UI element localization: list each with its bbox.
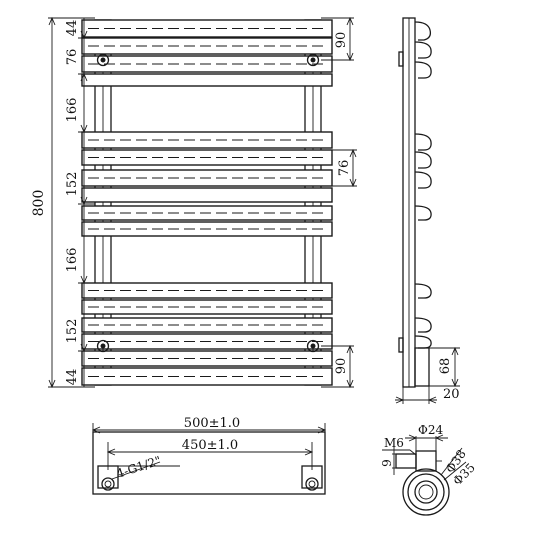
- dim-left-6: 152: [65, 319, 80, 344]
- panel-group-upper-middle: [81, 131, 333, 203]
- panel-group-middle: [81, 205, 333, 237]
- dim-wall-offset: 20: [443, 387, 460, 402]
- dim-left-1: 44: [65, 20, 80, 37]
- dim-bracket-height: 68: [438, 358, 453, 375]
- panel-group-bottom: [81, 317, 333, 386]
- bottom-view: [91, 423, 327, 495]
- dim-pipe-centres: 450±1.0: [182, 438, 238, 453]
- screw-size-label: M6: [384, 436, 404, 450]
- dim-overall-width: 500±1.0: [184, 416, 240, 431]
- overall-height-label: 800: [31, 190, 47, 217]
- dim-right-bottom: 90: [334, 358, 349, 375]
- dim-left-4: 152: [65, 172, 80, 197]
- dim-left-3: 166: [65, 98, 80, 123]
- dim-left-5: 166: [65, 248, 80, 273]
- dia-24-label: Φ24: [418, 423, 443, 437]
- connection-callout: 4-G1/2": [115, 453, 163, 481]
- panel-group-lower-middle: [81, 282, 333, 315]
- bracket-detail: [382, 434, 467, 516]
- dim-left-2: 76: [65, 49, 80, 66]
- bracket-fixing-icon: [96, 53, 320, 353]
- dim-right-middle: 76: [337, 160, 352, 177]
- left-dimension-chain: [48, 16, 95, 389]
- right-dimensions: [321, 16, 357, 389]
- screw-depth-label: 9: [380, 459, 394, 467]
- dim-left-7: 44: [65, 369, 80, 386]
- dim-right-top: 90: [334, 32, 349, 49]
- side-view: [395, 17, 460, 404]
- front-view: 800 44 76 166 152 166 152 44 90 76 90: [31, 16, 357, 389]
- panel-group-top: [81, 19, 333, 87]
